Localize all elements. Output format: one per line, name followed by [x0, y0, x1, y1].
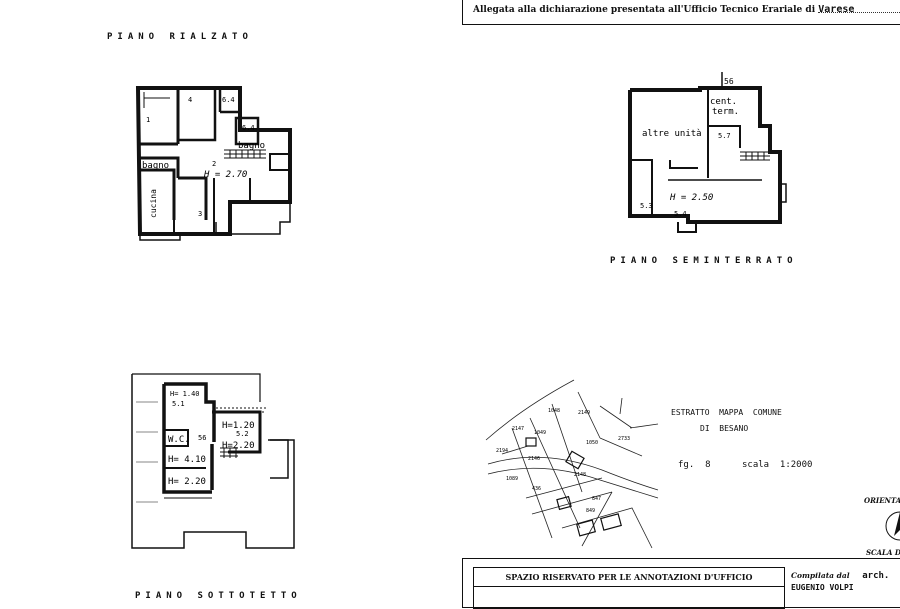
title-piano-sottotetto: PIANO SOTTOTETTO [135, 591, 302, 601]
parcel-436: 436 [532, 486, 541, 492]
parcel-2148: 2148 [574, 472, 586, 478]
parcel-1048: 1048 [548, 408, 560, 414]
room-cucina: cucina [149, 189, 158, 218]
mark-seminterrato-2: 5.3 [640, 202, 653, 210]
mark-rialzato-1: 4 [188, 96, 192, 104]
office-reserved-title: SPAZIO RISERVATO PER LE ANNOTAZIONI D'UF… [474, 572, 784, 587]
height-rialzato: H = 2.70 [203, 170, 247, 180]
height-sottotetto-1: H= 1.40 [170, 390, 200, 398]
height-sottotetto-4: H= 4.10 [168, 455, 206, 465]
title-piano-rialzato: PIANO RIALZATO [107, 32, 253, 42]
height-sottotetto-3: H=2.20 [222, 441, 255, 451]
mark-rialzato-6: 6.4 [242, 124, 255, 132]
parcel-1089: 1089 [506, 476, 518, 482]
title-piano-seminterrato: PIANO SEMINTERRATO [610, 256, 798, 266]
compiled-name: EUGENIO VOLPI [791, 583, 854, 592]
mark-sottotetto-2: 5.2 [236, 430, 249, 438]
mark-sottotetto-1: 5.1 [172, 400, 185, 408]
orientation-label: ORIENTA [864, 496, 900, 505]
office-annotation-box: SPAZIO RISERVATO PER LE ANNOTAZIONI D'UF… [462, 558, 900, 609]
north-arrow-icon [885, 511, 900, 541]
room-term: term. [712, 107, 739, 117]
mark-rialzato-2: 2 [212, 160, 216, 168]
parcel-849: 849 [586, 508, 595, 514]
map-caption-scala: scala 1:2000 [742, 460, 813, 470]
header-city: Varese [818, 4, 855, 15]
room-altre-unita: altre unità [642, 129, 702, 139]
parcel-847: 847 [592, 496, 601, 502]
height-sottotetto-5: H= 2.20 [168, 477, 206, 487]
height-sottotetto-2: H=1.20 [222, 421, 255, 431]
mark-rialzato-3: 3 [198, 210, 202, 218]
compiled-by-block: Compilata dal arch. EUGENIO VOLPI [791, 571, 900, 592]
map-caption-estratto: ESTRATTO MAPPA COMUNE [671, 408, 782, 417]
room-bagno-1: bagno [142, 161, 169, 171]
mark-sottotetto-3: 56 [198, 434, 206, 442]
mark-rialzato-5: 6.4 [222, 96, 235, 104]
room-wc: W.C. [168, 435, 190, 445]
floorplan-rialzato: bagno bagno cucina H = 2.70 4 2 3 1 6.4 … [135, 86, 292, 241]
mark-seminterrato-3: 5.4 [674, 210, 687, 218]
parcel-2146: 2146 [528, 456, 540, 462]
header-text: Allegata alla dichiarazione presentata a… [473, 4, 854, 15]
mark-rialzato-4: 1 [146, 116, 150, 124]
room-bagno-2: bagno [238, 141, 265, 151]
map-caption-foglio: fg. 8 [678, 460, 711, 470]
office-reserved-area: SPAZIO RISERVATO PER LE ANNOTAZIONI D'UF… [473, 567, 785, 609]
scale-bar-label: SCALA DI [866, 548, 900, 557]
compiled-label: Compilata dal [791, 571, 850, 580]
header-dotted-line [818, 12, 900, 13]
parcel-2194: 2194 [496, 448, 508, 454]
map-extract: 1048 2147 2194 1049 2149 1050 2733 2148 … [485, 379, 659, 549]
floorplan-sottotetto: H= 1.40 5.1 H=1.20 5.2 W.C. 56 H=2.20 H=… [131, 373, 295, 549]
mark-seminterrato-1: 56 [724, 77, 734, 86]
header-declaration: Allegata alla dichiarazione presentata a… [473, 5, 816, 15]
parcel-2147: 2147 [512, 426, 524, 432]
parcel-2733: 2733 [618, 436, 630, 442]
mark-seminterrato-4: 5.7 [718, 132, 731, 140]
room-cent: cent. [710, 97, 737, 107]
floorplan-seminterrato: altre unità cent. term. H = 2.50 56 5.3 … [628, 72, 787, 233]
parcel-2149: 2149 [578, 410, 590, 416]
height-seminterrato: H = 2.50 [669, 193, 713, 203]
map-caption-comune: DI BESANO [700, 424, 749, 433]
compiled-title: arch. [862, 571, 890, 581]
header-box: Allegata alla dichiarazione presentata a… [462, 0, 900, 25]
parcel-1049: 1049 [534, 430, 546, 436]
parcel-1050: 1050 [586, 440, 598, 446]
